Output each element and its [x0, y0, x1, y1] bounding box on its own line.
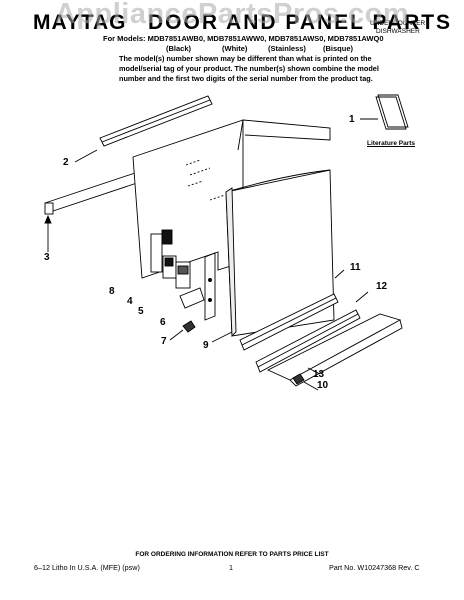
callout-1: 1: [349, 114, 355, 125]
callout-4: 4: [127, 296, 133, 307]
literature-booklet: [377, 94, 409, 128]
callout-7: 7: [161, 336, 167, 347]
callout-13: 13: [313, 369, 325, 380]
hinge: [204, 252, 216, 321]
callout-9: 9: [203, 340, 209, 351]
callout-11: 11: [350, 262, 361, 273]
callout-5: 5: [138, 306, 144, 317]
product-type: UNDERCOUNTER DISHWASHER: [370, 20, 425, 36]
callout-6: 6: [160, 317, 166, 328]
brand-logo: MAYTAG: [33, 11, 127, 34]
bracket-8: [150, 233, 163, 273]
footer-litho: 6–12 Litho In U.S.A. (MFE) (psw): [34, 563, 140, 572]
model-list: For Models: MDB7851AWB0, MDB7851AWW0, MD…: [103, 34, 384, 43]
screw-7: [182, 320, 196, 333]
color-black: (Black): [166, 44, 192, 53]
product-type-line2: DISHWASHER: [376, 28, 420, 35]
part-number: Part No. W10247368 Rev. C: [329, 563, 420, 572]
color-white: (White): [222, 44, 248, 53]
color-bisque: (Bisque): [323, 44, 353, 53]
callout-10: 10: [317, 380, 329, 391]
product-type-line1: UNDERCOUNTER: [370, 20, 426, 27]
literature-parts-label: Literature Parts: [367, 140, 416, 147]
screw-10: [292, 373, 305, 385]
page-title: DOOR AND PANEL PARTS: [148, 11, 453, 34]
callout-3: 3: [44, 252, 50, 263]
model-note: The model(s) number shown may be differe…: [119, 54, 379, 83]
ordering-info: FOR ORDERING INFORMATION REFER TO PARTS …: [135, 551, 329, 558]
callout-2: 2: [63, 157, 69, 168]
color-stainless: (Stainless): [268, 44, 306, 53]
callout-8: 8: [109, 286, 115, 297]
callout-12: 12: [376, 281, 388, 292]
page-number: 1: [229, 563, 233, 572]
